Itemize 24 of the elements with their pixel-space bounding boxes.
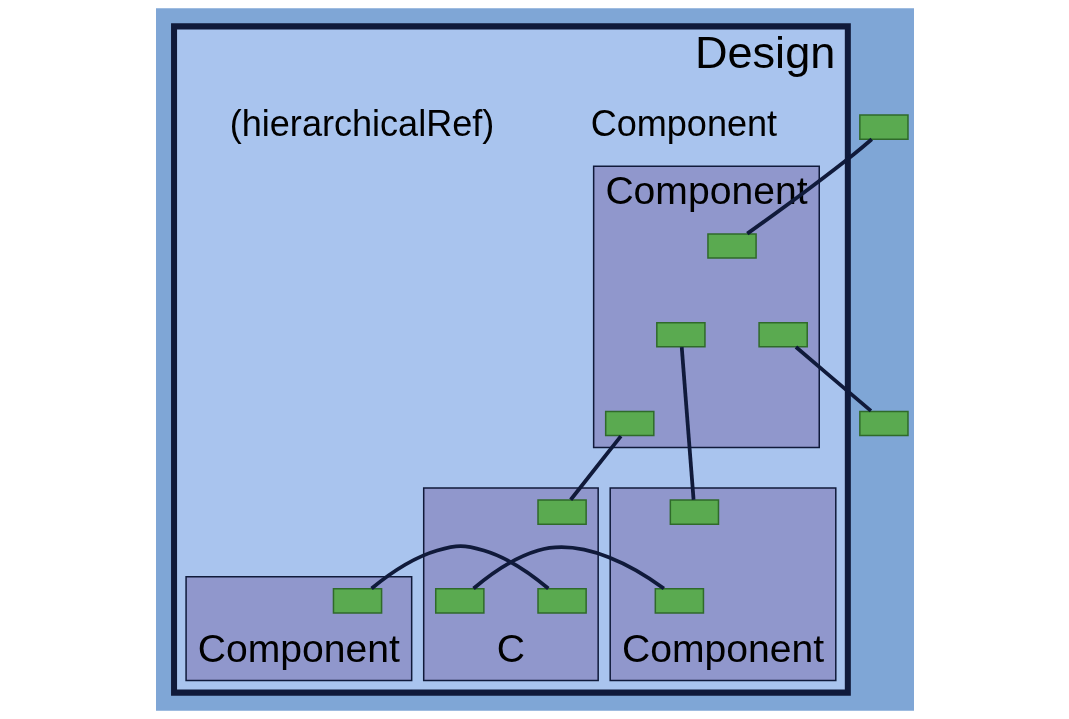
- node-box: [332, 588, 382, 614]
- connector: [568, 434, 622, 501]
- connector: [471, 545, 665, 591]
- label: (hierarchicalRef): [229, 103, 494, 145]
- cluster: C: [422, 487, 599, 682]
- node-box: [434, 588, 485, 614]
- node-box: [536, 588, 587, 614]
- node-box: [757, 321, 808, 348]
- node-box: [655, 321, 706, 348]
- node-box: [536, 499, 587, 525]
- connector: [745, 137, 873, 236]
- connector: [679, 346, 695, 500]
- cluster: Component: [608, 487, 837, 682]
- label: Component: [590, 103, 777, 145]
- cluster: Component: [592, 165, 820, 449]
- connector: [369, 544, 550, 590]
- node-box: [669, 499, 719, 525]
- node-box: [654, 588, 704, 614]
- connector: [794, 345, 872, 413]
- node-box: [858, 114, 909, 140]
- node-box: [706, 233, 757, 259]
- node-box: [858, 410, 909, 437]
- cluster: Component: [184, 576, 412, 682]
- node-box: [604, 410, 655, 437]
